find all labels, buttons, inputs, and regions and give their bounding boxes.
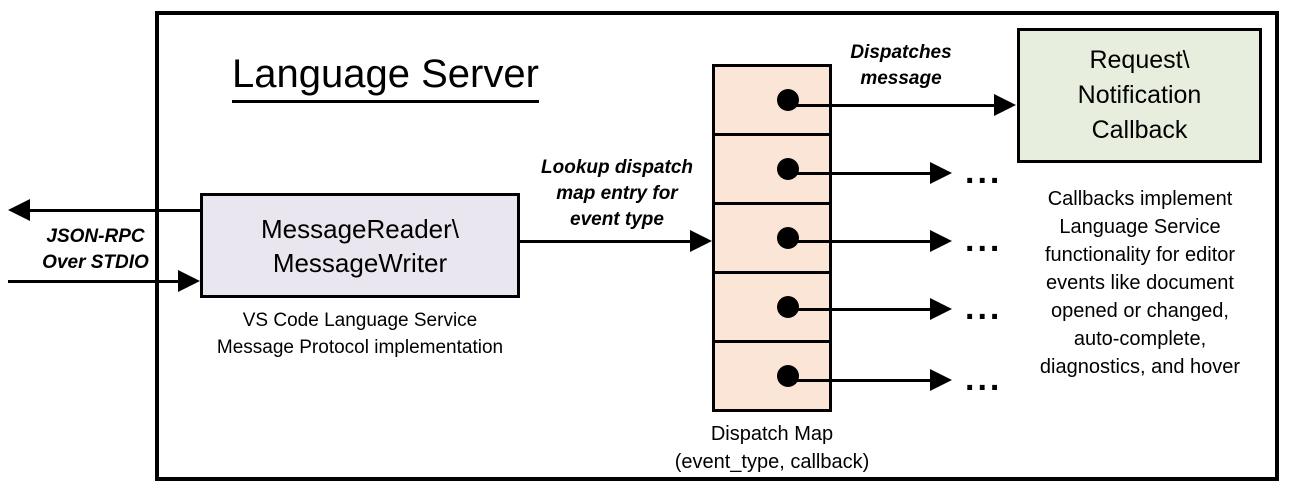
dispatch-map-row[interactable] [715,343,829,409]
callback-box-line-1: Request\ [1089,46,1190,74]
dispatch-row-2-ellipsis: ... [965,153,1003,191]
callback-desc-line-4: events like document [1046,272,1234,294]
message-caption-line-2: Message Protocol implementation [216,337,504,358]
dispatch-row-1-arrowhead [994,94,1016,116]
lookup-arrow-arrowhead [690,230,712,252]
dispatch-row-1-line [784,104,996,107]
callback-desc-line-2: Language Service [1059,216,1221,238]
callback-desc-line-7: diagnostics, and hover [1039,356,1241,378]
transport-label-line-1: JSON-RPC [46,226,145,247]
dispatch-row-5-arrowhead [930,369,952,391]
lookup-arrow-line [520,240,692,243]
dispatch-row-4-line [784,308,932,311]
dispatch-row-4-ellipsis: ... [965,289,1003,327]
outbound-transport-arrowhead [8,199,30,221]
dispatch-row-3-arrowhead [930,230,952,252]
request-notification-callback-box[interactable]: Request\ Notification Callback [1017,28,1262,163]
dispatch-map-row[interactable] [715,136,829,205]
callback-dot-icon [777,227,799,249]
callback-box-line-3: Callback [1091,116,1188,144]
message-box-line-2: MessageWriter [272,247,448,278]
callback-box-line-2: Notification [1077,81,1202,109]
dispatch-map-row[interactable] [715,67,829,136]
inbound-transport-line [8,280,183,283]
dispatch-map-table[interactable] [712,64,832,412]
dispatch-caption-line-1: Dispatch Map [710,423,834,445]
message-box-caption: VS Code Language Service Message Protoco… [195,307,525,361]
message-caption-line-1: VS Code Language Service [242,310,478,331]
callback-desc-line-3: functionality for editor [1044,244,1236,266]
dispatch-map-row[interactable] [715,274,829,343]
lookup-label-line-2: map entry for [556,183,678,204]
outbound-transport-line [30,209,205,212]
inbound-transport-arrowhead [178,270,200,292]
callback-desc-line-5: opened or changed, [1051,300,1229,322]
callback-dot-icon [777,365,799,387]
callback-desc-line-6: auto-complete, [1073,328,1207,350]
callback-description: Callbacks implement Language Service fun… [1012,185,1268,381]
callback-dot-icon [777,158,799,180]
lookup-label-line-1: Lookup dispatch [541,157,693,178]
dispatch-row-3-line [784,240,932,243]
dispatch-caption-line-2: (event_type, callback) [674,451,870,473]
dispatch-map-caption: Dispatch Map (event_type, callback) [652,420,892,476]
dispatches-label-line-2: message [860,68,942,89]
dispatches-label-line-1: Dispatches [850,42,952,63]
dispatch-row-2-line [784,172,932,175]
language-server-boundary [155,11,1279,481]
message-reader-writer-box[interactable]: MessageReader\ MessageWriter [200,193,520,298]
dispatch-row-3-ellipsis: ... [965,221,1003,259]
callback-desc-line-1: Callbacks implement [1047,188,1233,210]
callback-dot-icon [777,296,799,318]
lookup-label-line-3: event type [570,209,664,230]
dispatch-row-2-arrowhead [930,162,952,184]
lookup-arrow-label: Lookup dispatch map entry for event type [522,155,712,233]
message-box-line-1: MessageReader\ [261,213,459,244]
callback-dot-icon [777,89,799,111]
dispatch-row-5-line [784,379,932,382]
transport-protocol-label: JSON-RPC Over STDIO [28,224,163,276]
dispatch-row-5-ellipsis: ... [965,360,1003,398]
dispatches-message-label: Dispatches message [836,40,966,92]
transport-label-line-2: Over STDIO [42,252,149,273]
dispatch-map-row[interactable] [715,205,829,274]
diagram-title: Language Server [232,50,539,103]
dispatch-row-4-arrowhead [930,298,952,320]
